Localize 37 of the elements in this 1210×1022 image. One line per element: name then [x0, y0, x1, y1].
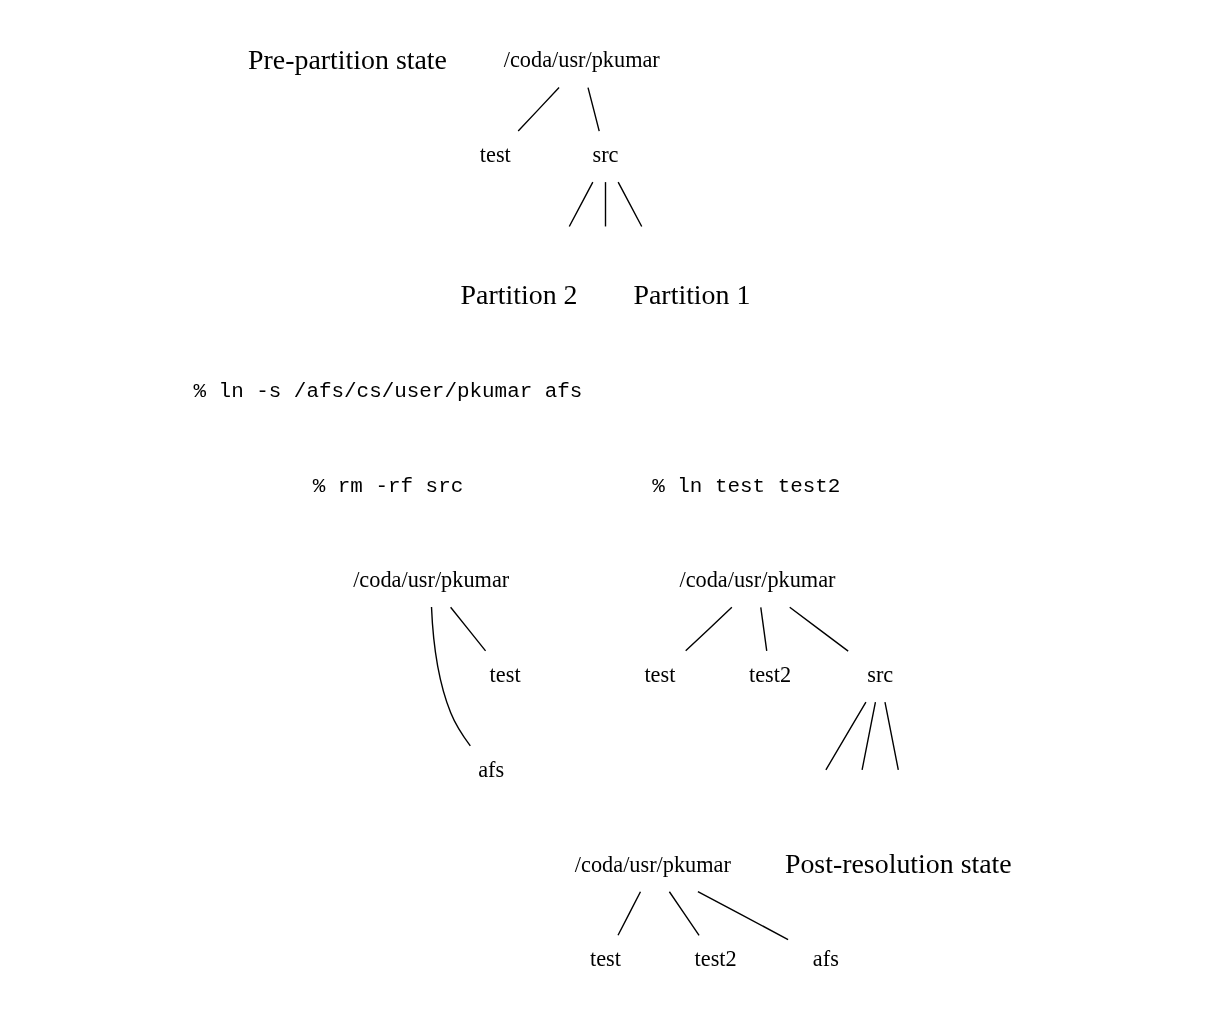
- label: Partition 2: [460, 278, 578, 310]
- connector: [668, 890, 700, 936]
- connector: [617, 180, 642, 227]
- label: Pre-partition state: [247, 43, 447, 75]
- connector: [824, 700, 867, 771]
- node-text: test: [489, 661, 521, 687]
- node-text: src: [866, 661, 893, 687]
- connector: [449, 606, 486, 651]
- node-text: /coda/usr/pkumar: [503, 46, 660, 72]
- node-text: /coda/usr/pkumar: [352, 566, 509, 592]
- connector: [860, 700, 876, 771]
- node-text: test2: [748, 661, 791, 687]
- connector: [517, 86, 560, 132]
- node-text: /coda/usr/pkumar: [574, 850, 731, 876]
- node-text: test: [479, 141, 511, 167]
- label: % rm -rf src: [312, 474, 463, 498]
- node-text: /coda/usr/pkumar: [678, 566, 836, 592]
- connector: [586, 86, 600, 132]
- connector: [883, 700, 899, 771]
- connector: [696, 890, 789, 940]
- node-text: src: [592, 141, 618, 167]
- label: % ln -s /afs/cs/user/pkumar afs: [193, 379, 582, 403]
- connector: [616, 890, 641, 936]
- label: Post-resolution state: [784, 847, 1012, 879]
- node-text: test2: [694, 945, 737, 971]
- connector: [759, 606, 767, 651]
- node-text: afs: [477, 756, 504, 782]
- connector: [430, 605, 471, 747]
- label: Partition 1: [632, 278, 750, 310]
- label: % ln test test2: [651, 474, 840, 498]
- node-text: test: [643, 661, 675, 687]
- connector: [684, 606, 733, 651]
- connector: [604, 180, 606, 227]
- connector: [788, 606, 849, 652]
- node-text: afs: [812, 945, 839, 971]
- node-text: test: [589, 945, 621, 971]
- connector: [568, 180, 593, 227]
